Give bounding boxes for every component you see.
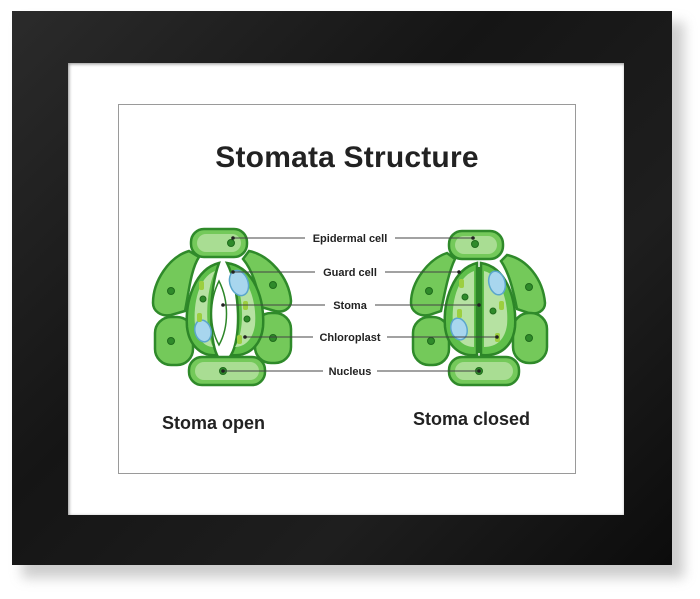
callout-epidermal-cell: Epidermal cell xyxy=(231,233,475,245)
guard-cells-open xyxy=(185,261,265,357)
stoma-closed-illustration xyxy=(409,229,549,387)
label-stoma: Stoma xyxy=(333,300,368,312)
stoma-open-illustration xyxy=(151,227,293,387)
callout-chloroplast: Chloroplast xyxy=(243,332,499,344)
page-title: Stomata Structure xyxy=(215,141,479,174)
guard-cells-closed xyxy=(443,261,517,357)
label-epidermal-cell: Epidermal cell xyxy=(313,233,388,245)
stoma-pore-open xyxy=(210,279,228,347)
callout-nucleus: Nucleus xyxy=(221,366,481,378)
print-area: Stomata Structure xyxy=(118,104,576,474)
callout-guard-cell: Guard cell xyxy=(231,267,461,279)
label-guard-cell: Guard cell xyxy=(323,267,377,279)
stomata-diagram: Epidermal cell Guard cell Stoma Chloropl… xyxy=(151,227,549,387)
caption-stoma-closed: Stoma closed xyxy=(413,409,531,429)
caption-stoma-open: Stoma open xyxy=(162,413,266,433)
callout-stoma: Stoma xyxy=(221,300,481,312)
label-chloroplast: Chloroplast xyxy=(319,332,380,344)
label-nucleus: Nucleus xyxy=(329,366,372,378)
